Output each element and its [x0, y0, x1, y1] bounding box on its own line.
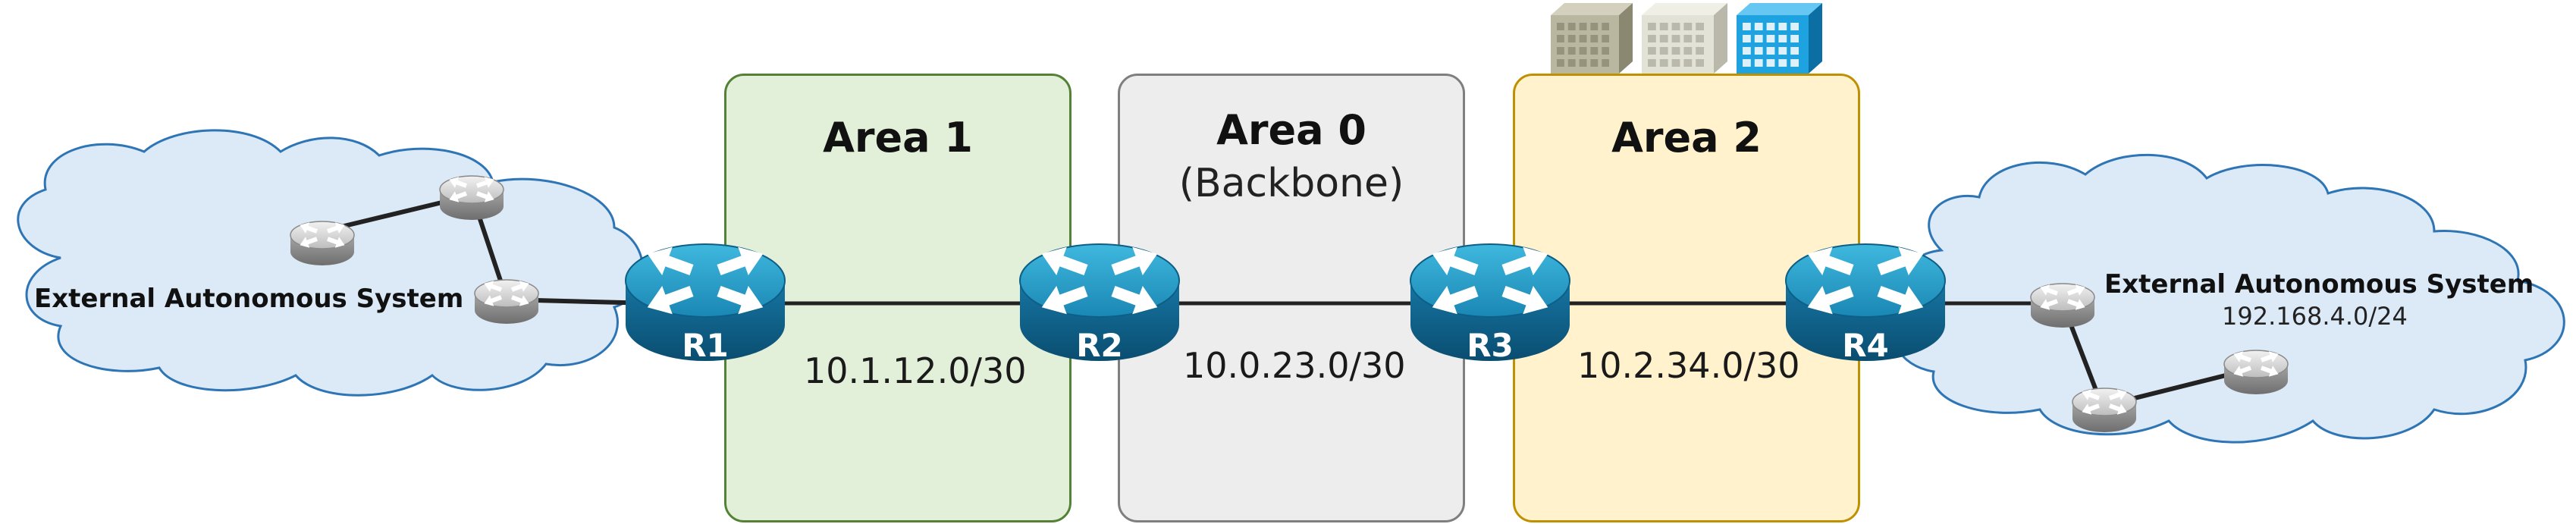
- router-icon[interactable]: R4: [1785, 240, 1946, 364]
- area-2-title: Area 2: [1611, 114, 1762, 162]
- router-label: R2: [1076, 327, 1123, 364]
- area-1-title: Area 1: [823, 114, 973, 162]
- building-icon: [1737, 3, 1822, 74]
- router-label: R4: [1842, 327, 1889, 364]
- small-router-icon: [2223, 350, 2289, 394]
- cloud-icon: [1893, 153, 2565, 444]
- external-as-right-network: 192.168.4.0/24: [2222, 302, 2408, 331]
- small-router-icon: [2030, 283, 2095, 328]
- small-router-icon: [290, 221, 355, 265]
- area-0-title: Area 0: [1216, 106, 1366, 154]
- subnet-label-r2-r3: 10.0.23.0/30: [1183, 345, 1406, 386]
- subnet-label-r3-r4: 10.2.34.0/30: [1577, 345, 1800, 386]
- external-as-left-label: External Autonomous System: [34, 284, 464, 314]
- router-label: R1: [682, 327, 729, 364]
- small-router-icon: [439, 175, 504, 220]
- small-router-icon: [2072, 388, 2137, 432]
- router-label: R3: [1467, 327, 1514, 364]
- subnet-label-r1-r2: 10.1.12.0/30: [804, 350, 1027, 391]
- router-icon[interactable]: R2: [1019, 240, 1180, 364]
- external-as-right-label: External Autonomous System: [2104, 269, 2534, 300]
- router-icon[interactable]: R1: [625, 240, 786, 364]
- building-icon: [1551, 3, 1633, 74]
- small-router-icon: [474, 279, 539, 324]
- building-icon: [1642, 3, 1727, 74]
- area-0-subtitle: (Backbone): [1178, 161, 1404, 206]
- router-icon[interactable]: R3: [1410, 240, 1570, 364]
